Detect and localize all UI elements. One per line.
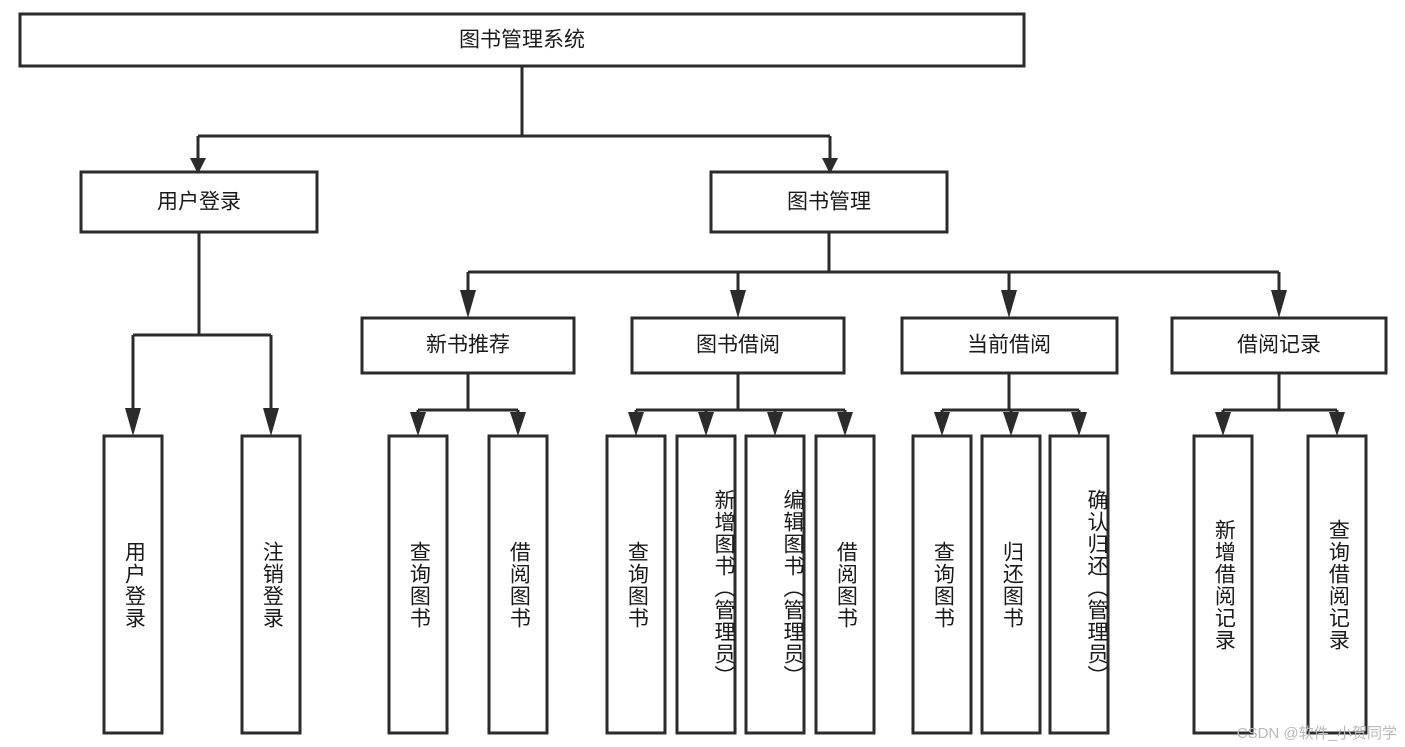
arrow-head-leaf-borrow-record-1: [1329, 412, 1345, 436]
arrow-head-book-borrow: [730, 290, 746, 318]
node-user-login-label: 用户登录: [157, 191, 241, 214]
arrow-head-leaf-current-borrow-2: [1071, 412, 1087, 436]
leaf-borrow-record-0[interactable]: [1192, 434, 1254, 735]
leaf-user-login-1[interactable]: [240, 434, 302, 735]
arrow-head-leaf-user-login-1: [263, 408, 279, 436]
node-new-book-recommend-label: 新书推荐: [426, 334, 510, 357]
node-borrow-record-label: 借阅记录: [1237, 334, 1321, 357]
arrow-head-leaf-current-borrow-0: [934, 412, 950, 436]
arrow-head-leaf-book-borrow-1: [698, 412, 714, 436]
arrow-head-leaf-book-borrow-3: [837, 412, 853, 436]
arrow-head-leaf-user-login-0: [125, 408, 141, 436]
leaf-book-borrow-1[interactable]: [675, 434, 737, 735]
node-book-borrow-label: 图书借阅: [696, 334, 780, 357]
watermark-text: CSDN @软件_小贺同学: [1236, 725, 1397, 742]
node-book-manage-label: 图书管理: [787, 191, 871, 214]
arrow-head-book-manage: [822, 158, 838, 174]
leaf-book-borrow-0[interactable]: [605, 434, 667, 735]
arrow-head-leaf-new-book-1: [510, 412, 526, 436]
leaf-book-borrow-3[interactable]: [814, 434, 876, 735]
arrow-head-borrow-record: [1271, 290, 1287, 318]
leaf-borrow-record-1[interactable]: [1306, 434, 1368, 735]
arrow-head-leaf-current-borrow-1: [1003, 412, 1019, 436]
leaf-new-book-1[interactable]: [487, 434, 549, 735]
leaf-book-borrow-2[interactable]: [744, 434, 806, 735]
leaf-new-book-0[interactable]: [387, 434, 449, 735]
arrow-head-leaf-book-borrow-2: [767, 412, 783, 436]
node-borrow-record[interactable]: [1170, 316, 1388, 375]
leaf-current-borrow-1[interactable]: [980, 434, 1042, 735]
leaf-user-login-0[interactable]: [102, 434, 164, 735]
arrow-head-user-login: [190, 158, 206, 174]
node-new-book-recommend[interactable]: [360, 316, 576, 375]
node-current-borrow-label: 当前借阅: [967, 334, 1051, 357]
arrow-head-new-book: [460, 290, 476, 318]
arrow-head-leaf-borrow-record-0: [1215, 412, 1231, 436]
leaf-current-borrow-0[interactable]: [911, 434, 973, 735]
arrow-head-leaf-book-borrow-0: [628, 412, 644, 436]
leaf-current-borrow-2[interactable]: [1048, 434, 1110, 735]
node-root-label: 图书管理系统: [459, 29, 585, 52]
arrow-head-current-borrow: [1001, 290, 1017, 318]
arrow-head-leaf-new-book-0: [410, 412, 426, 436]
node-book-manage[interactable]: [709, 170, 949, 234]
node-root[interactable]: [18, 12, 1026, 68]
